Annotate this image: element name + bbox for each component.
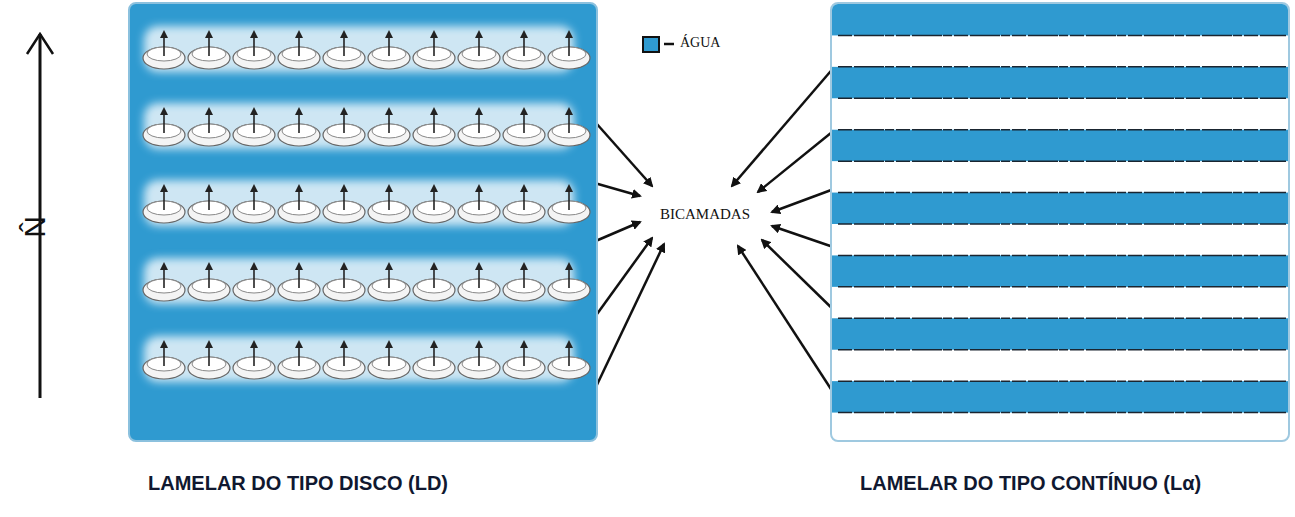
water-layer [832,381,1290,412]
disc-micelle [458,111,500,146]
disc-micelle [278,266,320,301]
disc-micelle [413,188,455,223]
disc-micelle [233,111,275,146]
layer-boundary [838,129,1286,131]
disc-micelle [143,111,185,146]
disc-micelle [548,266,590,301]
bilayer-glow [144,26,574,72]
layer-boundary [838,380,1286,382]
bilayer-stripes [832,4,1290,442]
disc-micelle [143,344,185,379]
layer-boundary [838,412,1286,414]
bilayer-glow [144,336,574,382]
layer-boundary [838,66,1286,68]
disc-micelle [188,34,230,69]
water-layer [832,67,1290,98]
disc-micelle [323,344,365,379]
layer-boundary [838,223,1286,225]
disc-micelle [278,111,320,146]
disc-micelle [458,188,500,223]
disc-micelle [413,34,455,69]
bilayer-label: BICAMADAS [658,205,752,224]
water-layer [832,4,1290,35]
disc-micelle [458,266,500,301]
disc-micelle [368,34,410,69]
disc-micelle [368,266,410,301]
layer-boundary [838,160,1286,162]
layer-boundary [838,255,1286,257]
disc-micelle [188,188,230,223]
disc-micelle [548,188,590,223]
disc-micelle [143,188,185,223]
layer-boundary [838,98,1286,100]
phase-caption: LAMELAR DO TIPO CONTÍNUO (Lα) [860,472,1201,495]
bilayer-leaders [580,58,842,412]
disc-micelle [233,266,275,301]
disc-micelle [278,344,320,379]
water-layer [832,193,1290,224]
disc-micelle [503,111,545,146]
disc-micelle [458,34,500,69]
disc-micelle [278,188,320,223]
disc-micelle [323,111,365,146]
disc-micelle [503,266,545,301]
panel-background [128,2,598,442]
layer-boundary [838,192,1286,194]
lamellar-panel: LAMELAR DO TIPO DISCO (LD) [128,2,598,517]
disc-micelle [323,34,365,69]
disc-micelle [368,344,410,379]
disc-micelle [413,111,455,146]
layer-boundary [838,286,1286,288]
layer-boundary [838,349,1286,351]
disc-micelle [188,266,230,301]
water-layer [832,255,1290,286]
disc-micelle [278,34,320,69]
disc-micelles [130,4,598,442]
disc-micelle [188,111,230,146]
legend-text: ÁGUA [680,35,720,51]
bilayer-glow [144,180,574,226]
disc-micelle [233,344,275,379]
legend-swatch [642,36,660,53]
bilayer-glow [144,103,574,149]
disc-micelle [413,344,455,379]
panel-background [830,2,1290,442]
lamellar-panel: LAMELAR DO TIPO CONTÍNUO (Lα) [830,2,1290,517]
layer-boundary [838,318,1286,320]
disc-micelle [548,34,590,69]
disc-micelle [233,34,275,69]
disc-micelle [368,111,410,146]
legend-dash [664,43,674,46]
water-layer [832,318,1290,349]
disc-micelle [188,344,230,379]
disc-micelle [503,34,545,69]
director-arrow [39,34,42,398]
disc-micelle [548,111,590,146]
disc-micelle [503,344,545,379]
water-layer [832,130,1290,161]
disc-micelle [233,188,275,223]
director-symbol: N̂ [20,216,50,238]
disc-micelle [413,266,455,301]
phase-caption: LAMELAR DO TIPO DISCO (LD) [148,472,448,495]
disc-micelle [143,34,185,69]
disc-micelle [458,344,500,379]
disc-micelle [323,188,365,223]
disc-micelle [503,188,545,223]
disc-micelle [368,188,410,223]
layer-boundary [838,35,1286,37]
disc-micelle [323,266,365,301]
disc-micelle [143,266,185,301]
disc-micelle [548,344,590,379]
bilayer-glow [144,258,574,304]
